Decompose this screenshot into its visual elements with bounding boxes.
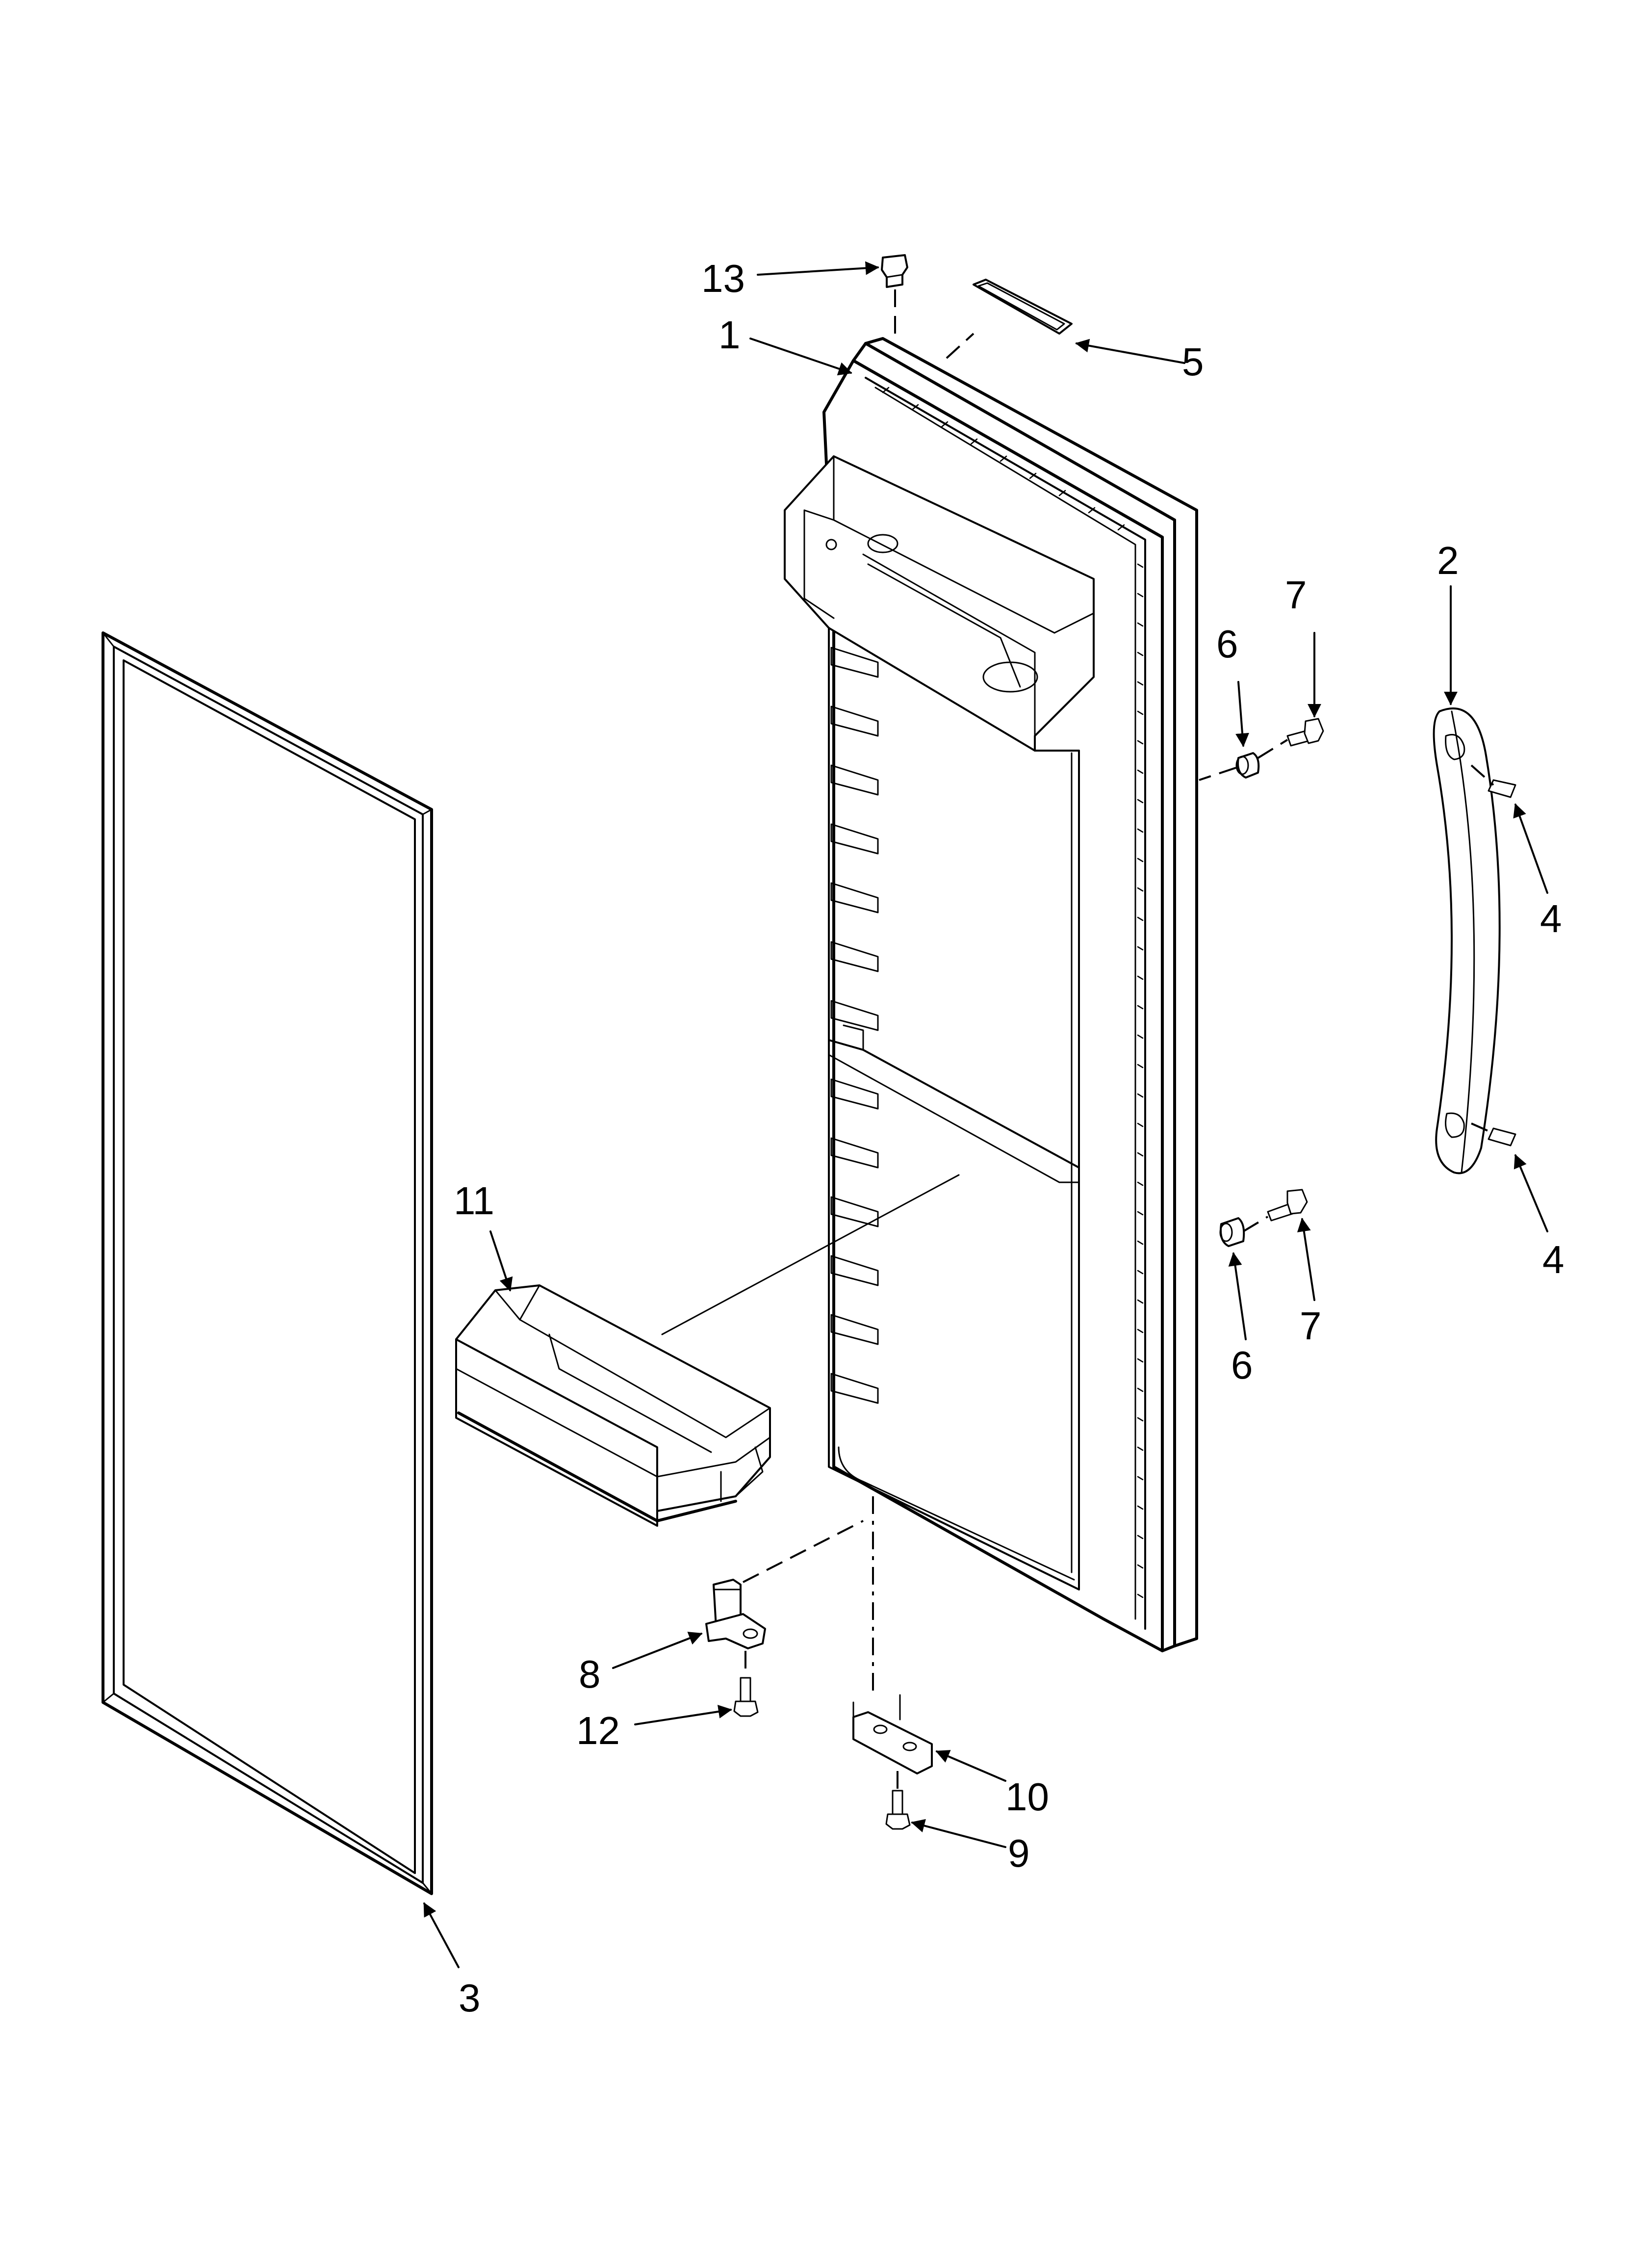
leader-5 <box>1075 339 1185 364</box>
callout-7-upper: 7 <box>1285 573 1307 617</box>
callout-3: 3 <box>459 1976 481 2020</box>
leader-13 <box>757 261 879 276</box>
screw-7-upper <box>1286 718 1324 747</box>
door-handle <box>1433 707 1501 1174</box>
callout-6-upper: 6 <box>1216 622 1238 666</box>
callout-2: 2 <box>1437 539 1459 582</box>
callout-4-lower: 4 <box>1542 1238 1565 1281</box>
leader-1 <box>749 338 852 376</box>
door-liner <box>784 337 1198 1652</box>
setscrew-4-upper <box>1488 779 1516 798</box>
callout-1: 1 <box>718 313 741 357</box>
leader-3 <box>423 1902 460 1968</box>
callout-5: 5 <box>1182 340 1204 384</box>
leader-12 <box>634 1704 732 1725</box>
callout-7-lower: 7 <box>1300 1304 1322 1348</box>
hinge-plate-10 <box>852 1694 933 1774</box>
leader-8 <box>612 1632 703 1669</box>
assembly-lines <box>661 289 1494 1791</box>
leader-6a <box>1235 681 1250 747</box>
leader-4b <box>1514 1154 1548 1232</box>
door-gasket <box>102 631 433 1895</box>
callout-6-lower: 6 <box>1231 1343 1253 1387</box>
liner-ribs <box>882 387 1144 1598</box>
label-plate-5 <box>973 279 1073 335</box>
shelf-clips <box>830 647 879 1404</box>
spacer-6-upper <box>1235 752 1260 779</box>
leader-10 <box>935 1750 1006 1782</box>
door-bin <box>455 1284 771 1527</box>
callout-8: 8 <box>579 1652 601 1696</box>
leader-7b <box>1297 1218 1315 1301</box>
leader-arrows <box>423 261 1548 1968</box>
screw-7-lower <box>1267 1189 1308 1222</box>
callout-13: 13 <box>701 257 745 300</box>
spacer-6-lower <box>1219 1217 1245 1247</box>
dispenser-housing <box>784 455 1095 752</box>
callout-4-upper: 4 <box>1540 897 1562 940</box>
leader-9 <box>911 1819 1006 1848</box>
callout-9: 9 <box>1008 1831 1030 1875</box>
screw-9 <box>885 1790 911 1830</box>
screw-12 <box>733 1677 759 1717</box>
callout-10: 10 <box>1005 1775 1049 1819</box>
plug-13 <box>881 254 908 288</box>
callout-12: 12 <box>576 1709 620 1752</box>
callout-labels: 13 1 5 2 7 6 4 11 4 7 6 8 12 10 9 3 <box>454 257 1565 2020</box>
hinge-pin-8 <box>705 1579 766 1649</box>
leader-6b <box>1228 1252 1247 1340</box>
leader-11 <box>489 1230 513 1292</box>
setscrew-4-lower <box>1488 1127 1516 1147</box>
callout-11: 11 <box>454 1179 494 1223</box>
leader-4a <box>1513 803 1548 894</box>
